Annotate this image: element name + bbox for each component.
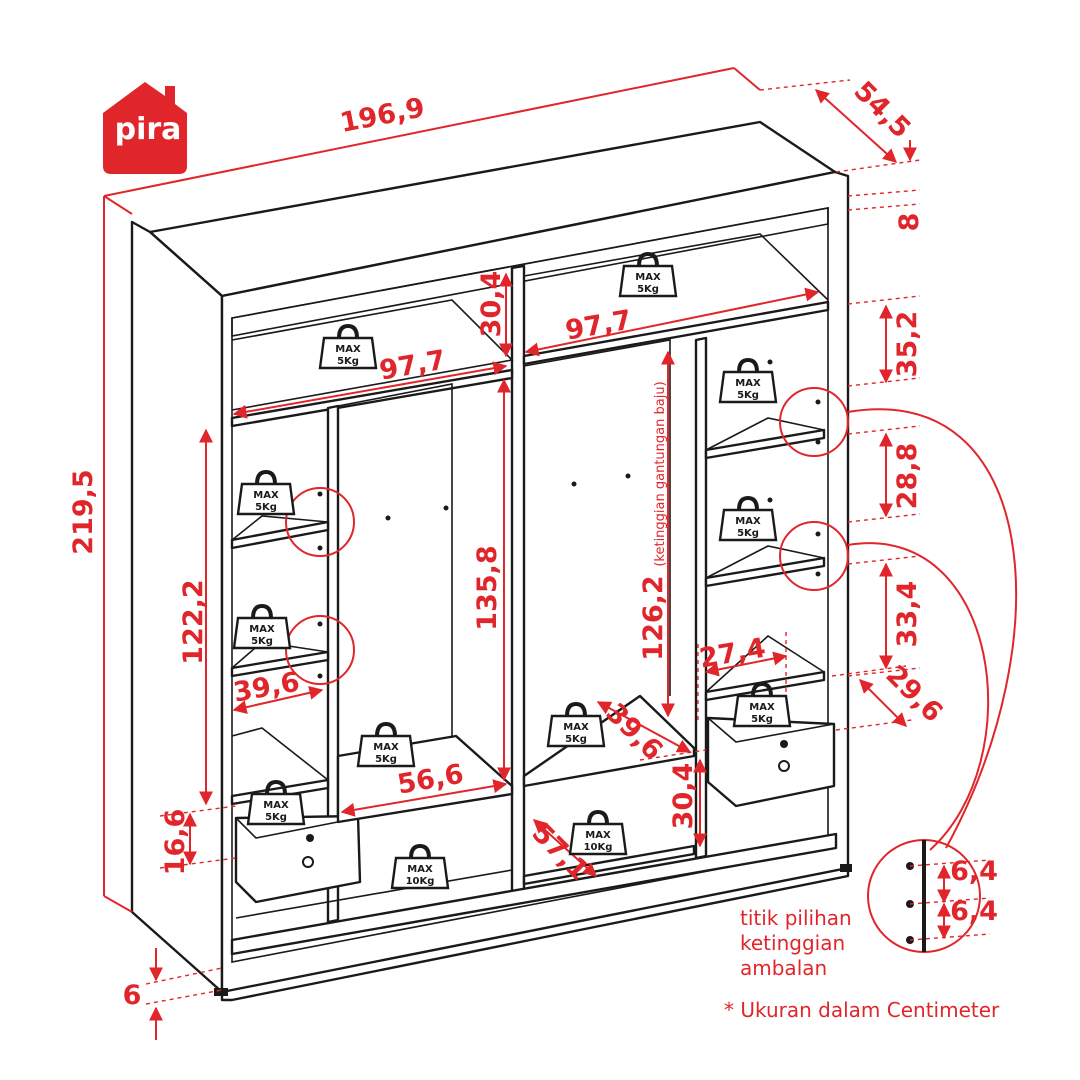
- svg-text:MAX: MAX: [407, 864, 433, 875]
- svg-text:MAX: MAX: [749, 702, 775, 713]
- svg-text:5Kg: 5Kg: [265, 812, 287, 823]
- bottom-rail: [230, 832, 838, 956]
- peg-holes: [317, 359, 821, 679]
- svg-text:MAX: MAX: [563, 722, 589, 733]
- svg-text:MAX: MAX: [335, 344, 361, 355]
- dimension-lines: [103, 67, 921, 1040]
- dim-right-top-compartment: 35,2: [892, 311, 923, 378]
- svg-text:MAX: MAX: [249, 624, 275, 635]
- right-drawer: [706, 716, 836, 808]
- dim-right-shelf-gap: 28,8: [892, 443, 923, 510]
- dim-drawer-height: 16,6: [160, 809, 191, 876]
- svg-text:MAX: MAX: [263, 800, 289, 811]
- peg-label-line1: titik pilihan: [740, 906, 852, 930]
- dim-total-width: 196,9: [338, 92, 428, 139]
- dim-depth: 54,5: [847, 75, 916, 144]
- peg-label-line3: ambalan: [740, 956, 828, 980]
- dim-top-shelf-height: 30,4: [476, 271, 507, 338]
- svg-text:5Kg: 5Kg: [251, 636, 273, 647]
- svg-text:MAX: MAX: [635, 272, 661, 283]
- svg-text:MAX: MAX: [585, 830, 611, 841]
- dim-bottom-compartment: 30,4: [668, 763, 699, 830]
- svg-text:5Kg: 5Kg: [255, 502, 277, 513]
- dim-top-panel: 8: [894, 213, 925, 232]
- pira-logo: [103, 82, 187, 174]
- units-note: * Ukuran dalam Centimeter: [724, 998, 1000, 1022]
- svg-text:10Kg: 10Kg: [406, 876, 435, 887]
- dim-hanging-height-right: 126,2: [638, 575, 669, 660]
- logo-text: pira: [114, 112, 182, 147]
- peg-label: titik pilihan ketinggian ambalan: [740, 906, 852, 981]
- dim-right-lower-gap: 33,4: [892, 581, 923, 648]
- peg-label-line2: ketinggian: [740, 931, 846, 955]
- dim-right-shelf-depth: 29,6: [879, 659, 948, 728]
- svg-text:5Kg: 5Kg: [337, 356, 359, 367]
- svg-text:10Kg: 10Kg: [584, 842, 613, 853]
- dim-hanging-height-left: 135,8: [472, 545, 503, 630]
- svg-text:5Kg: 5Kg: [737, 390, 759, 401]
- dim-plinth: 6: [123, 980, 142, 1011]
- dim-peg-spacing-2: 6,4: [950, 896, 998, 927]
- svg-text:MAX: MAX: [373, 742, 399, 753]
- dim-total-height: 219,5: [68, 469, 99, 554]
- zoom-circles: [285, 387, 1018, 851]
- svg-text:5Kg: 5Kg: [637, 284, 659, 295]
- svg-text:5Kg: 5Kg: [751, 714, 773, 725]
- dim-left-column-height: 122,2: [178, 579, 209, 664]
- dim-hanging-note: (ketinggian gantungan baju): [653, 381, 668, 566]
- svg-text:5Kg: 5Kg: [565, 734, 587, 745]
- svg-text:5Kg: 5Kg: [375, 754, 397, 765]
- svg-text:MAX: MAX: [735, 378, 761, 389]
- svg-text:MAX: MAX: [735, 516, 761, 527]
- dim-peg-spacing-1: 6,4: [950, 856, 998, 887]
- svg-text:5Kg: 5Kg: [737, 528, 759, 539]
- center-divider: [510, 264, 526, 904]
- svg-text:MAX: MAX: [253, 490, 279, 501]
